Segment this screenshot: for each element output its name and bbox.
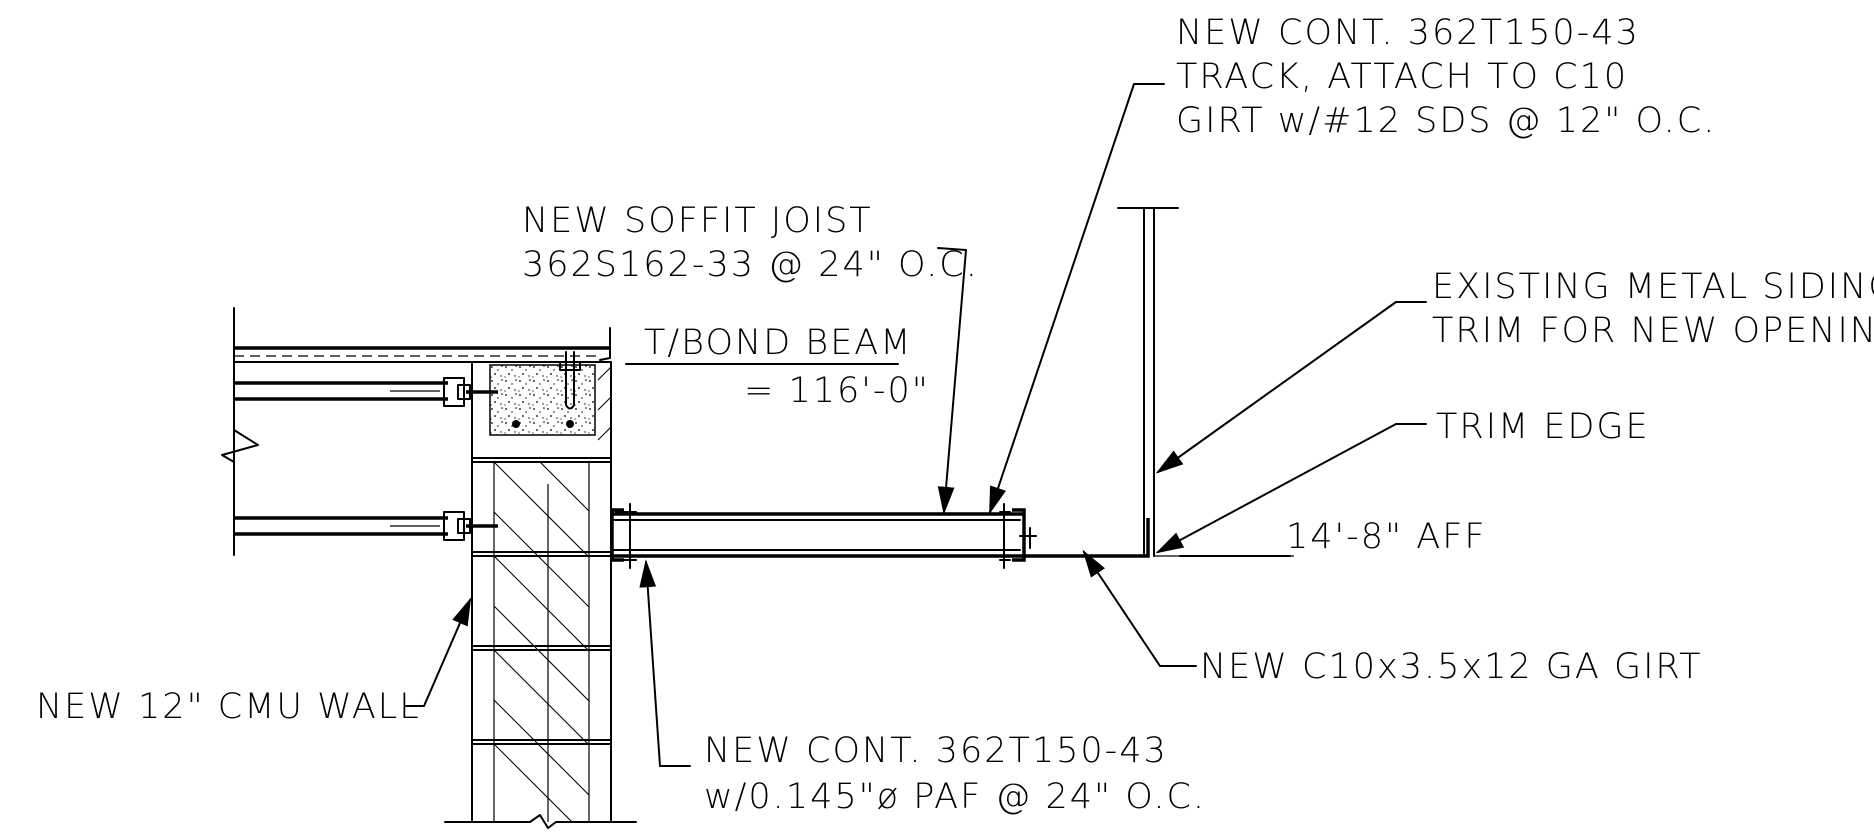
svg-text:362S162-33 @ 24" O.C.: 362S162-33 @ 24" O.C. xyxy=(522,245,979,285)
svg-text:NEW C10x3.5x12 GA GIRT: NEW C10x3.5x12 GA GIRT xyxy=(1200,647,1703,687)
svg-text:= 116'-0": = 116'-0" xyxy=(744,371,930,411)
note-cmu-wall: NEW 12" CMU WALL xyxy=(36,687,421,727)
svg-text:NEW 12" CMU WALL: NEW 12" CMU WALL xyxy=(36,687,421,727)
svg-text:EXISTING METAL SIDING: EXISTING METAL SIDING xyxy=(1432,267,1874,307)
note-soffit-joist: NEW SOFFIT JOIST 362S162-33 @ 24" O.C. xyxy=(522,201,979,285)
cmu-wall xyxy=(444,361,637,829)
svg-text:NEW CONT. 362T150-43: NEW CONT. 362T150-43 xyxy=(1176,13,1640,53)
soffit-joist xyxy=(610,503,1037,569)
girt-and-siding xyxy=(1024,207,1294,558)
existing-structure xyxy=(221,307,611,556)
note-bond-beam: T/BOND BEAM = 116'-0" xyxy=(644,323,930,411)
svg-text:GIRT w/#12 SDS @ 12" O.C.: GIRT w/#12 SDS @ 12" O.C. xyxy=(1176,101,1716,141)
svg-text:NEW CONT. 362T150-43: NEW CONT. 362T150-43 xyxy=(704,731,1168,771)
svg-text:14'-8" AFF: 14'-8" AFF xyxy=(1286,517,1487,557)
svg-text:T/BOND BEAM: T/BOND BEAM xyxy=(644,323,912,363)
note-track-top: NEW CONT. 362T150-43 TRACK, ATTACH TO C1… xyxy=(1176,13,1716,141)
svg-text:TRIM FOR NEW OPENING: TRIM FOR NEW OPENING xyxy=(1432,311,1874,351)
svg-text:TRIM EDGE: TRIM EDGE xyxy=(1436,407,1650,447)
leader-lines xyxy=(405,83,1427,767)
svg-text:w/0.145"ø PAF @ 24" O.C.: w/0.145"ø PAF @ 24" O.C. xyxy=(704,777,1206,817)
note-track-bottom: NEW CONT. 362T150-43 w/0.145"ø PAF @ 24"… xyxy=(704,731,1206,817)
note-girt: NEW C10x3.5x12 GA GIRT xyxy=(1200,647,1703,687)
note-existing-siding: EXISTING METAL SIDING TRIM FOR NEW OPENI… xyxy=(1432,267,1874,351)
svg-text:TRACK, ATTACH TO C10: TRACK, ATTACH TO C10 xyxy=(1176,57,1628,97)
note-elevation: 14'-8" AFF xyxy=(1286,517,1487,557)
svg-text:NEW SOFFIT JOIST: NEW SOFFIT JOIST xyxy=(522,201,873,241)
bond-beam-grout xyxy=(489,351,612,441)
note-trim-edge: TRIM EDGE xyxy=(1436,407,1650,447)
